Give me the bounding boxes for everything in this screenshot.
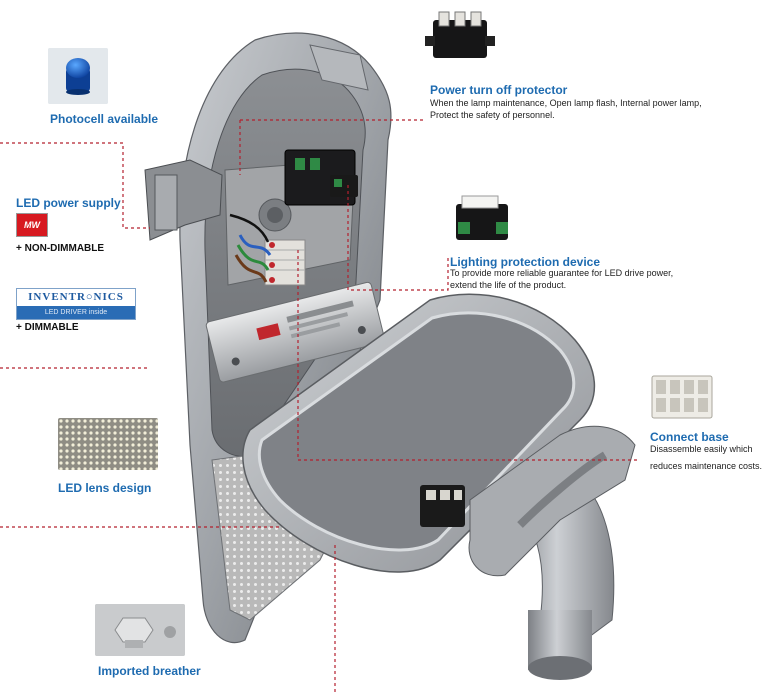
power-protector-icon bbox=[425, 11, 495, 58]
led-lens-photo bbox=[58, 418, 158, 470]
inventronics-logo: INVENTR○NICS LED DRIVER inside bbox=[16, 288, 136, 320]
power-protector-desc-2: Protect the safety of personnel. bbox=[430, 110, 555, 120]
power-protector-photo bbox=[425, 8, 495, 70]
led-lens-icon bbox=[58, 418, 158, 470]
meanwell-logo: MW bbox=[16, 213, 48, 237]
lightning-device-desc-2: extend the life of the product. bbox=[450, 280, 567, 290]
breather-icon bbox=[95, 604, 185, 656]
photocell-title: Photocell available bbox=[50, 112, 159, 126]
lightning-device-title: Lighting protection device bbox=[450, 255, 601, 269]
inventronics-tagline: LED DRIVER inside bbox=[17, 306, 135, 319]
connect-base-photo bbox=[648, 370, 716, 424]
connect-base-desc-2: reduces maintenance costs. bbox=[650, 461, 763, 471]
power-protector-desc-1: When the lamp maintenance, Open lamp fla… bbox=[430, 98, 702, 108]
led-lens-title: LED lens design bbox=[58, 481, 152, 495]
leader-lines bbox=[0, 119, 640, 692]
lightning-device-desc-1: To provide more reliable guarantee for L… bbox=[450, 268, 674, 278]
photocell-photo bbox=[48, 48, 108, 104]
breather-photo bbox=[95, 604, 185, 656]
lightning-device-icon bbox=[456, 195, 508, 240]
lightning-device-photo bbox=[448, 190, 518, 248]
inventronics-wordmark: INVENTR○NICS bbox=[28, 291, 124, 303]
non-dimmable-label: + NON-DIMMABLE bbox=[16, 243, 105, 254]
power-protector-title: Power turn off protector bbox=[430, 83, 568, 97]
breather-title: Imported breather bbox=[98, 664, 201, 678]
dimmable-label: + DIMMABLE bbox=[16, 322, 79, 333]
connect-base-icon bbox=[651, 375, 713, 419]
photocell-icon bbox=[48, 48, 108, 104]
connect-base-desc-1: Disassemble easily which bbox=[650, 444, 753, 454]
connect-base-title: Connect base bbox=[650, 430, 729, 444]
led-power-supply-title: LED power supply bbox=[16, 196, 121, 210]
